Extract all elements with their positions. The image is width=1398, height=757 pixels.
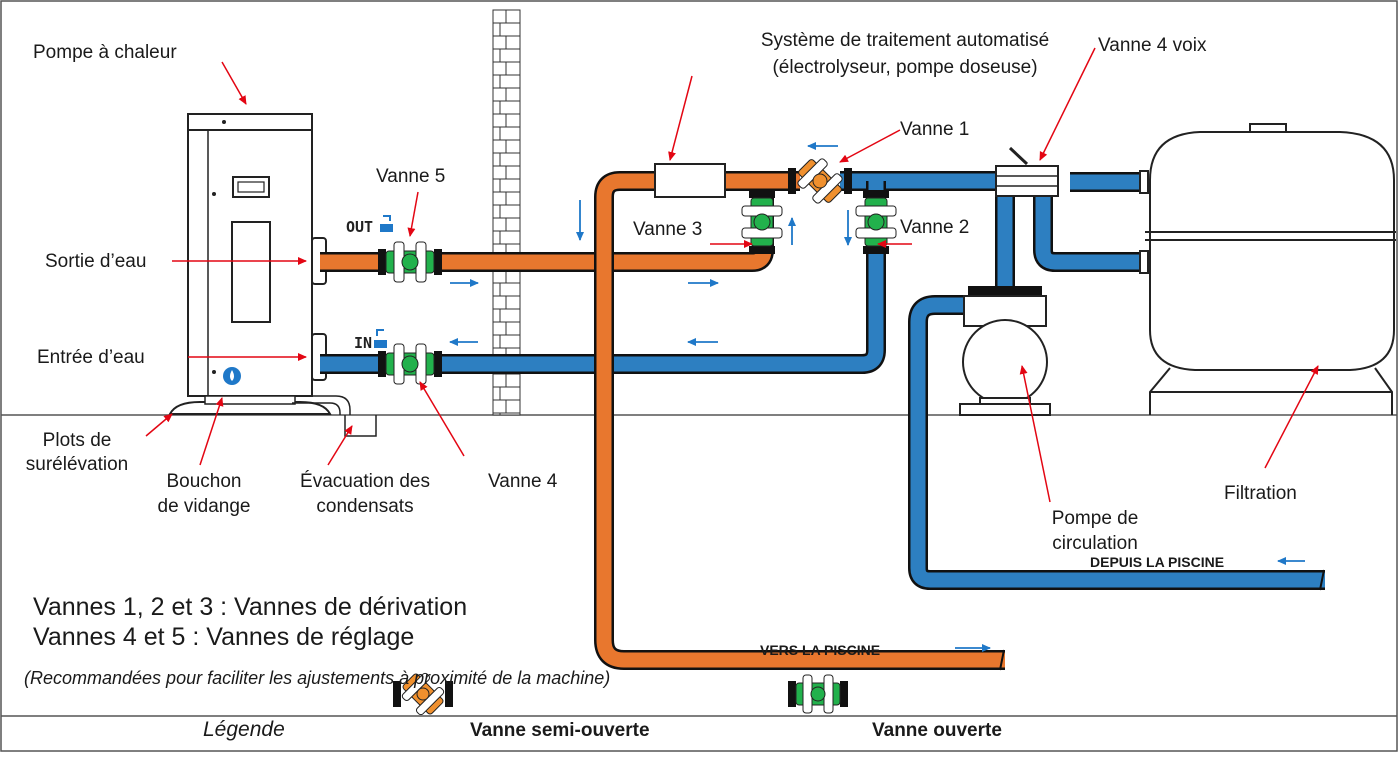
out-in-tags: OUT IN bbox=[346, 215, 393, 352]
legend-open-icon bbox=[788, 674, 848, 714]
label-from-pool: DEPUIS LA PISCINE bbox=[1090, 554, 1225, 570]
label-treatment-2: (électrolyseur, pompe doseuse) bbox=[772, 57, 1038, 78]
heat-pump-unit bbox=[168, 113, 377, 437]
flow-arrows bbox=[449, 142, 1305, 652]
label-water-inlet: Entrée d’eau bbox=[37, 347, 145, 368]
label-drain-plug-2: de vidange bbox=[157, 496, 251, 517]
label-condensate-2: condensats bbox=[316, 496, 414, 517]
note-bypass-valves: Vannes 1, 2 et 3 : Vannes de dérivation bbox=[33, 593, 468, 621]
valve-2-icon bbox=[855, 190, 897, 254]
label-treatment-1: Système de traitement automatisé bbox=[760, 30, 1050, 51]
label-riser-pads-1: Plots de bbox=[42, 430, 112, 451]
label-drain-plug-1: Bouchon bbox=[166, 471, 242, 492]
label-valve-5: Vanne 5 bbox=[376, 166, 446, 187]
four-way-valve bbox=[995, 146, 1059, 197]
valve-3-icon bbox=[741, 190, 783, 254]
label-valve-1: Vanne 1 bbox=[900, 119, 970, 140]
label-four-way-valve: Vanne 4 voix bbox=[1098, 35, 1207, 56]
label-valve-2: Vanne 2 bbox=[900, 217, 970, 238]
out-tag: OUT bbox=[346, 218, 373, 236]
legend-open-label: Vanne ouverte bbox=[872, 720, 1002, 741]
in-tag: IN bbox=[354, 334, 372, 352]
label-water-outlet: Sortie d’eau bbox=[45, 251, 147, 272]
note-adjust-valves: Vannes 4 et 5 : Vannes de réglage bbox=[33, 623, 415, 651]
label-circulation-pump-1: Pompe de bbox=[1051, 508, 1139, 529]
filtration-tank bbox=[1139, 123, 1396, 415]
leader-lines bbox=[145, 47, 1319, 503]
label-heat-pump: Pompe à chaleur bbox=[33, 42, 177, 63]
label-valve-3: Vanne 3 bbox=[633, 219, 703, 240]
brick-wall bbox=[492, 9, 521, 416]
valve-4-icon bbox=[378, 343, 442, 385]
legend-half-open-label: Vanne semi-ouverte bbox=[470, 720, 650, 741]
treatment-box bbox=[654, 163, 726, 198]
label-to-pool: VERS LA PISCINE bbox=[760, 642, 881, 658]
label-valve-4: Vanne 4 bbox=[488, 471, 558, 492]
legend-half-open-icon bbox=[393, 672, 453, 716]
pipes bbox=[320, 171, 1325, 671]
label-filtration: Filtration bbox=[1224, 483, 1297, 504]
label-circulation-pump-2: circulation bbox=[1052, 533, 1138, 554]
valves bbox=[378, 158, 897, 385]
note-recommendation: (Recommandées pour faciliter les ajustem… bbox=[24, 668, 611, 688]
valve-1-icon bbox=[788, 158, 852, 204]
label-riser-pads-2: surélévation bbox=[25, 454, 129, 475]
valve-5-icon bbox=[378, 241, 442, 283]
legend-title: Légende bbox=[203, 718, 285, 741]
circulation-pump bbox=[959, 286, 1051, 416]
label-condensate-1: Évacuation des bbox=[300, 471, 430, 492]
